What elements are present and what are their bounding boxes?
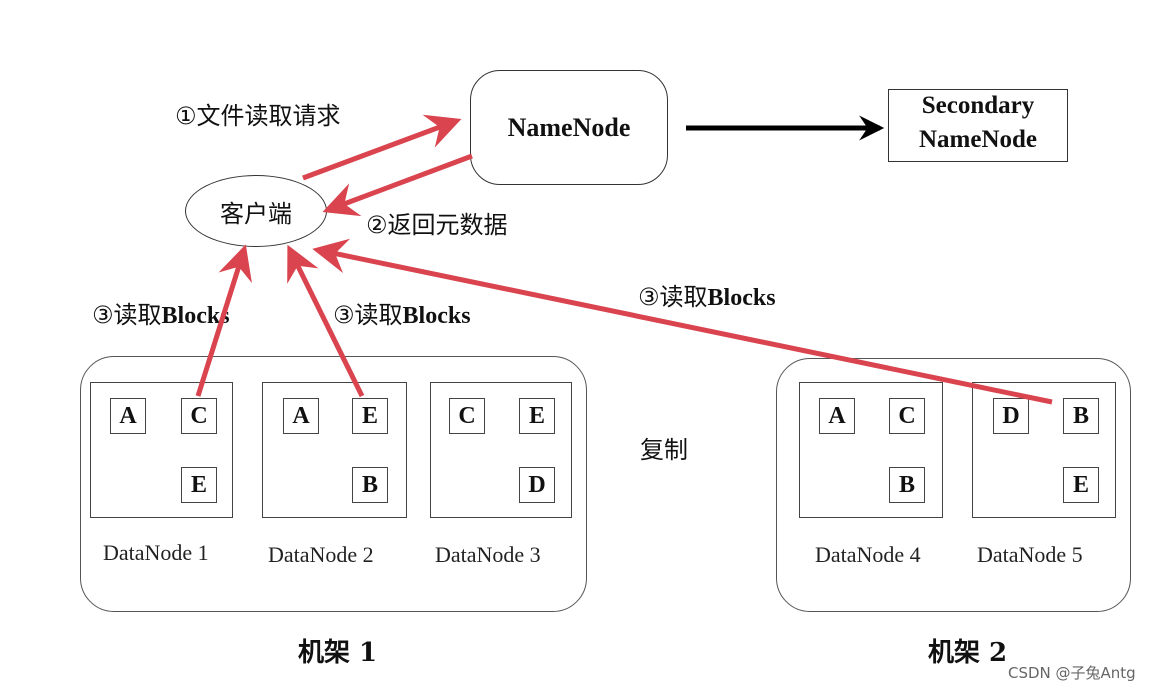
client-label: 客户端: [220, 199, 292, 228]
step-3-read-word: Blocks: [707, 285, 776, 311]
copy-label: 复制: [640, 436, 688, 464]
block-e: E: [519, 398, 555, 434]
datanode-4-label: DataNode 4: [815, 542, 921, 567]
step-1-request-label: ①文件读取请求: [175, 102, 341, 130]
datanode-3-label: DataNode 3: [435, 542, 541, 567]
step-3-read-label: ③读取Blocks: [92, 295, 230, 330]
datanode-1-label: DataNode 1: [103, 540, 209, 565]
step-3-read-label: ③读取Blocks: [638, 277, 776, 312]
block-b: B: [1063, 398, 1099, 434]
block-a: A: [110, 398, 146, 434]
watermark: CSDN @子兔Antg: [1008, 664, 1136, 682]
step-3-read-word: Blocks: [402, 303, 471, 329]
rack-2-label: 机架 2: [928, 638, 1008, 668]
step-3-read-prefix: ③读取: [638, 283, 708, 311]
namenode-box: NameNode: [470, 70, 668, 185]
block-a: A: [819, 398, 855, 434]
namenode-label: NameNode: [507, 112, 631, 142]
client-ellipse: 客户端: [185, 175, 327, 247]
datanode-2-label: DataNode 2: [268, 542, 374, 567]
step-3-read-word: Blocks: [161, 303, 230, 329]
block-a: A: [283, 398, 319, 434]
secondary-namenode-box: Secondary NameNode: [888, 89, 1068, 162]
secondary-label-line2: NameNode: [918, 126, 1038, 153]
block-c: C: [181, 398, 217, 434]
rack-1-label: 机架 1: [298, 638, 378, 668]
secondary-label-line1: Secondary: [921, 92, 1035, 119]
block-b: B: [889, 467, 925, 503]
block-e: E: [181, 467, 217, 503]
block-c: C: [449, 398, 485, 434]
block-c: C: [889, 398, 925, 434]
step-3-read-label: ③读取Blocks: [333, 295, 471, 330]
metadata-arrow: [322, 153, 473, 217]
block-e: E: [1063, 467, 1099, 503]
block-d: D: [519, 467, 555, 503]
step-3-read-prefix: ③读取: [92, 301, 162, 329]
datanode-5-label: DataNode 5: [977, 542, 1083, 567]
step-3-read-prefix: ③读取: [333, 301, 403, 329]
block-d: D: [993, 398, 1029, 434]
block-e: E: [352, 398, 388, 434]
block-b: B: [352, 467, 388, 503]
step-2-metadata-label: ②返回元数据: [366, 211, 508, 239]
